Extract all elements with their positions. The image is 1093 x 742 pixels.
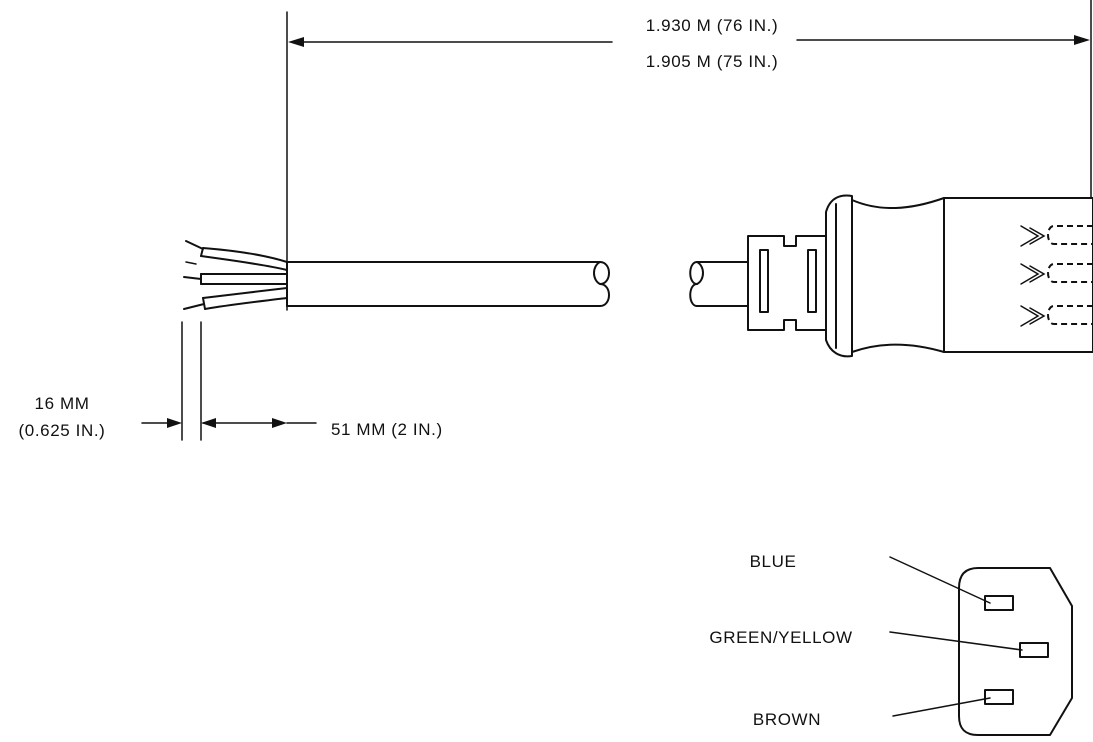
internal-contacts bbox=[1020, 225, 1093, 327]
contact-slot-ground bbox=[1019, 642, 1049, 658]
leader-blue bbox=[889, 556, 991, 604]
wire-label-green-yellow: GREEN/YELLOW bbox=[709, 628, 852, 647]
stripped-conductors bbox=[183, 240, 288, 310]
wire-label-brown: BROWN bbox=[753, 710, 821, 729]
cable-break-symbol-right bbox=[689, 261, 698, 307]
arrowhead-jacket-strip-right bbox=[272, 418, 287, 428]
contact-bottom-spring bbox=[1020, 305, 1046, 327]
connector-body bbox=[851, 197, 1093, 353]
arrowhead-conductor-strip-left bbox=[167, 418, 182, 428]
strain-relief-slot-right bbox=[807, 249, 817, 313]
conductor-bottom-lower-edge bbox=[204, 297, 288, 310]
contact-middle-spring bbox=[1020, 263, 1046, 285]
conductor-bottom-upper-edge bbox=[202, 287, 288, 299]
conductor-strip-metric-label: 16 MM bbox=[35, 394, 90, 413]
wire-strand-top bbox=[185, 240, 204, 250]
conductor-top-lower-edge bbox=[200, 255, 288, 271]
connector-face-outline bbox=[958, 567, 1073, 736]
jacket-break-curl bbox=[593, 261, 601, 285]
strain-relief-slot-left bbox=[759, 249, 769, 313]
connector-assembly bbox=[689, 194, 1093, 358]
overall-length-dimension: 1.930 M (76 IN.) 1.905 M (75 IN.) bbox=[286, 0, 1092, 311]
cable-break-curl-right bbox=[696, 261, 704, 285]
contact-middle bbox=[1047, 263, 1093, 283]
contact-slot-blue bbox=[984, 595, 1014, 611]
overall-length-min-label: 1.905 M (75 IN.) bbox=[646, 52, 778, 71]
contact-bottom bbox=[1047, 305, 1093, 325]
jacket-strip-label: 51 MM (2 IN.) bbox=[331, 420, 443, 439]
wire-strand-bottom bbox=[183, 303, 205, 310]
contact-top bbox=[1047, 225, 1093, 245]
contact-slot-brown bbox=[984, 689, 1014, 705]
leader-brown bbox=[892, 697, 991, 717]
arrowhead-jacket-strip-left bbox=[201, 418, 216, 428]
connector-face-view: BLUE GREEN/YELLOW BROWN bbox=[709, 552, 1073, 736]
connector-flange bbox=[825, 194, 853, 358]
wire-label-blue: BLUE bbox=[750, 552, 797, 571]
conductor-strip-imperial-label: (0.625 IN.) bbox=[19, 421, 106, 440]
cable-jacket-left bbox=[286, 261, 610, 307]
contact-top-spring bbox=[1020, 225, 1046, 247]
leader-green-yellow bbox=[889, 631, 1023, 651]
arrowhead-right bbox=[1074, 35, 1090, 45]
overall-length-max-label: 1.930 M (76 IN.) bbox=[646, 16, 778, 35]
strip-dimensions: 16 MM (0.625 IN.) 51 MM (2 IN.) bbox=[19, 321, 443, 441]
conductor-top-upper-edge bbox=[202, 247, 288, 263]
jacket-break-symbol bbox=[599, 261, 610, 307]
wire-strand-tick bbox=[185, 261, 197, 265]
wire-strand-middle bbox=[183, 276, 202, 280]
arrowhead-left bbox=[288, 37, 304, 47]
